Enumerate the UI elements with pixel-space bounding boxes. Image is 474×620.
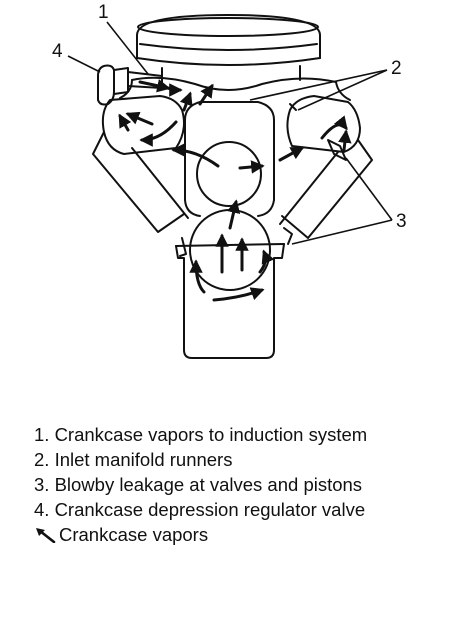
vapor-flow-arrow [139,120,178,147]
legend-item-4: 4. Crankcase depression regulator valve [34,499,366,520]
vapor-flow-arrow [338,129,352,152]
vapor-flow-arrow [320,115,348,140]
left-cylinder-bank [92,95,189,233]
vapor-flow-arrow [179,91,193,112]
legend-item-1: 1. Crankcase vapors to induction system [34,424,368,445]
vapor-flow-arrow [238,160,265,174]
air-cleaner [136,14,321,83]
vapor-flow-arrow [171,143,220,168]
leader-line-1 [106,21,149,75]
leader-line-2 [297,69,388,111]
legend-item-vapors: Crankcase vapors [34,522,454,547]
legend-item-2: 2. Inlet manifold runners [34,449,233,470]
inlet-manifold [119,76,351,121]
vapor-flow-arrow [226,199,241,230]
callout-2: 2 [391,58,402,79]
leader-line-4 [67,55,101,73]
left-block-fitting [179,237,187,257]
engine-block [184,119,275,217]
vapor-flow-arrow [118,113,132,132]
vapor-flow-arrow [212,287,265,302]
leader-line-3 [291,219,393,245]
leader-line-2 [249,69,388,101]
vapor-flow-arrow [258,249,275,274]
vapor-flow-arrow [125,111,154,126]
leader-line-3 [345,157,393,221]
legend: 1. Crankcase vapors to induction system … [34,422,454,547]
right-block-fitting [283,227,293,245]
callout-4: 4 [52,41,63,62]
legend-item-3: 3. Blowby leakage at valves and pistons [34,474,363,495]
right-head-fitting [327,139,347,161]
legend-arrow-label: Crankcase vapors [59,524,209,545]
vapor-flow-arrow [278,146,305,162]
vapor-flow-arrow [189,259,206,294]
right-cylinder-bank [279,95,373,239]
callout-1: 1 [98,2,109,23]
crankcase-vapor-arrow-icon [36,528,56,543]
vapor-flow-arrow [158,83,183,97]
crankcase-oil-pan [175,209,285,359]
engine-crankcase-ventilation-diagram [67,14,393,359]
callout-3: 3 [396,211,407,232]
vapor-flow-arrow [198,83,214,106]
